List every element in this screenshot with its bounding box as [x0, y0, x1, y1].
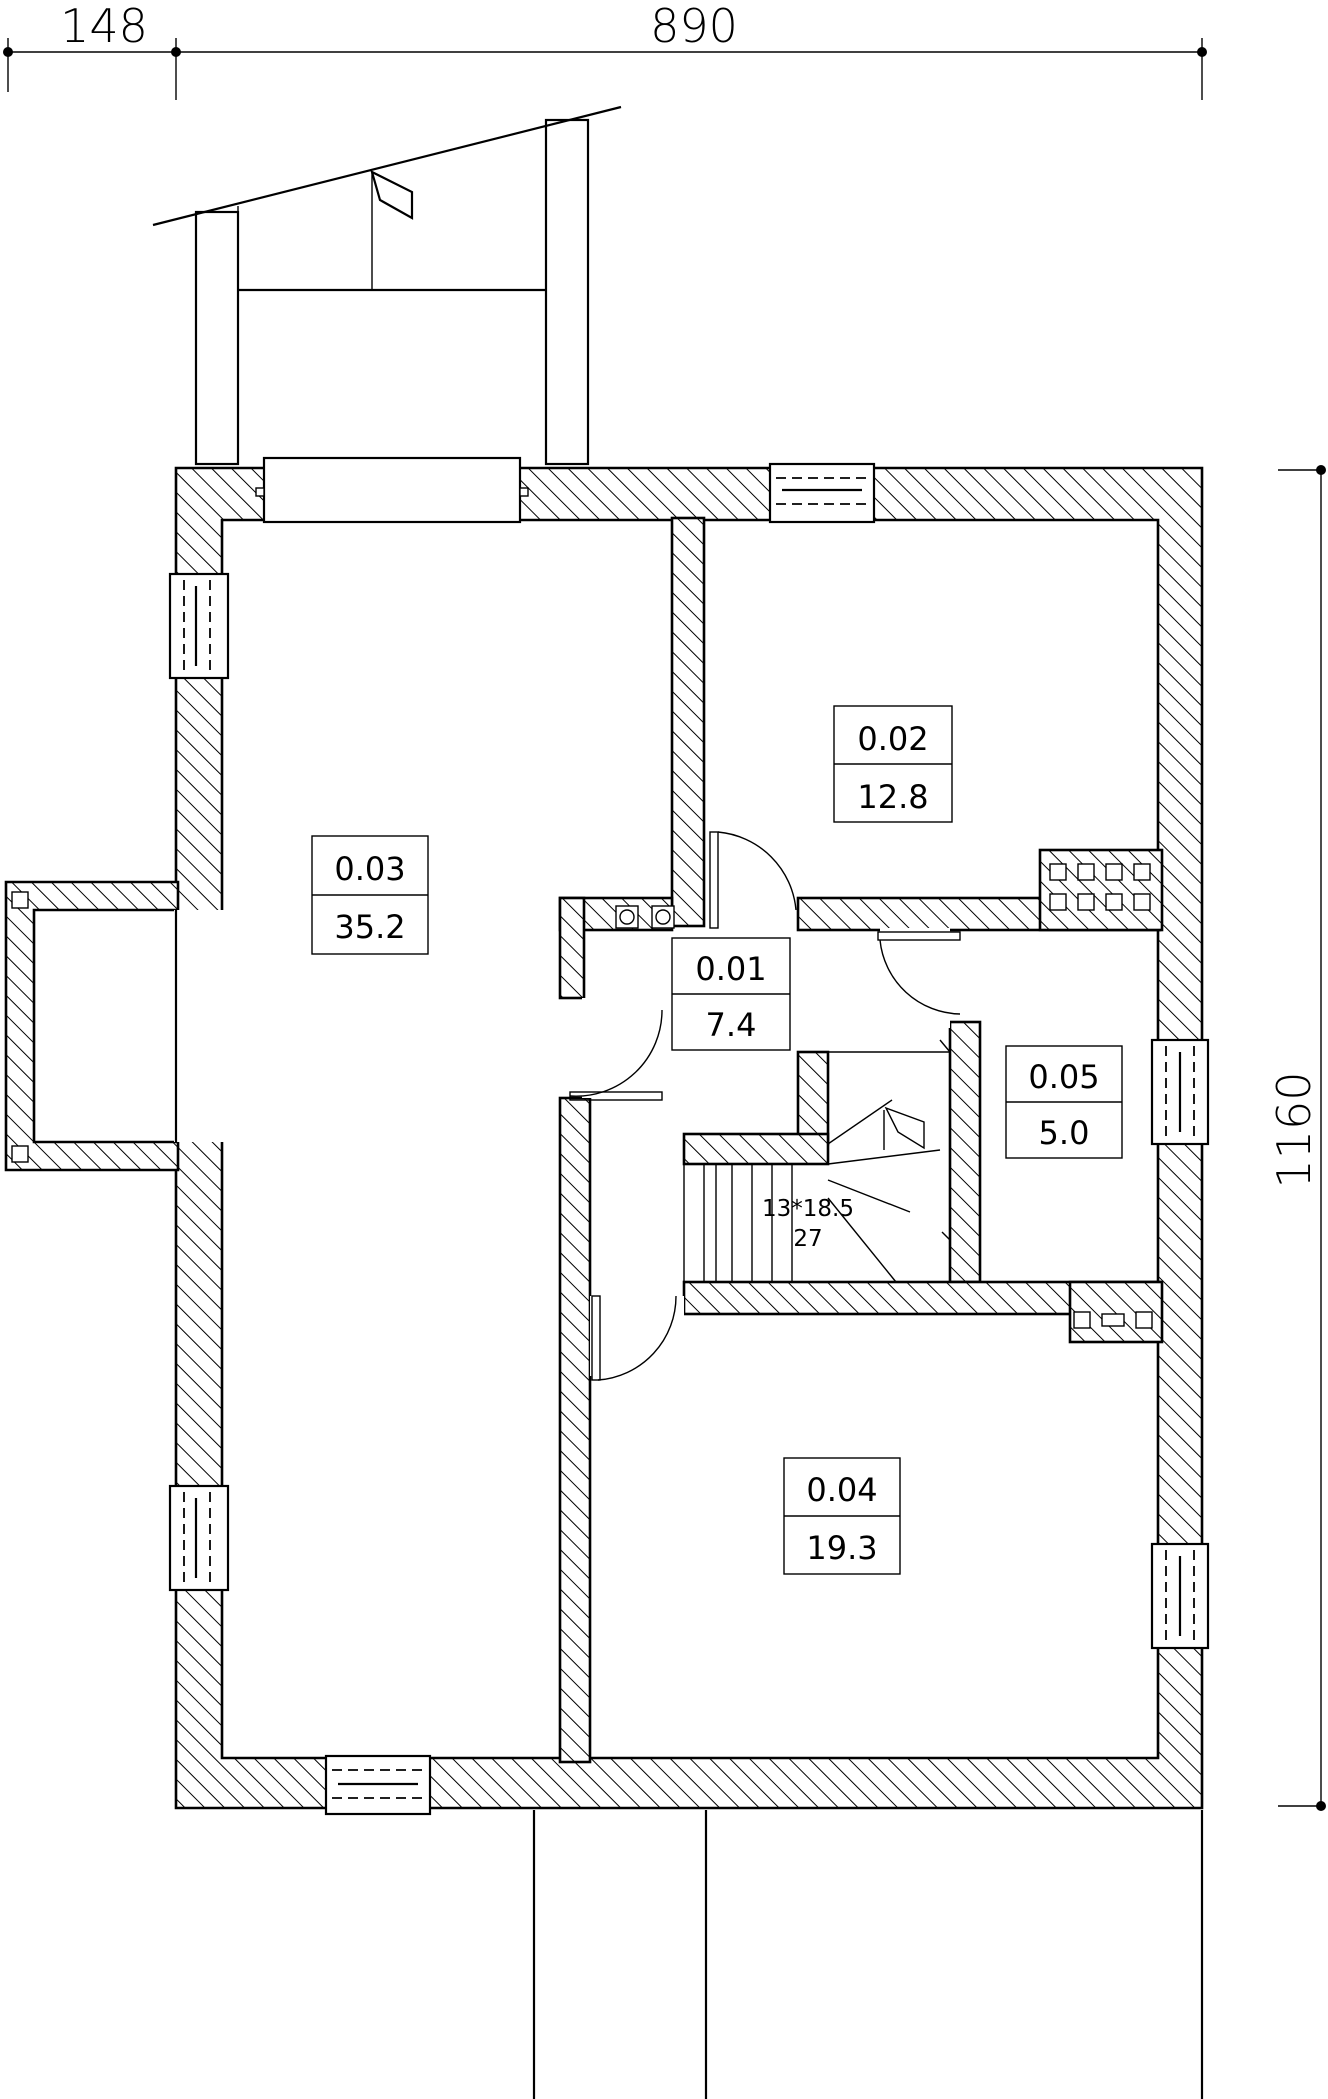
room-id: 0.04	[806, 1471, 877, 1509]
room-area: 7.4	[706, 1006, 757, 1044]
interior-walls	[558, 516, 1164, 1764]
room-area: 5.0	[1039, 1114, 1090, 1152]
stair-width: 27	[793, 1226, 822, 1252]
vent-ducts	[615, 863, 1153, 1329]
room-label-0.03: 0.03 35.2	[311, 835, 429, 955]
room-id: 0.02	[857, 720, 928, 758]
doors	[569, 831, 961, 1381]
room-area: 12.8	[857, 778, 928, 816]
windows	[168, 456, 1210, 1816]
room-label-0.04: 0.04 19.3	[783, 1457, 901, 1575]
terrace	[532, 1810, 1204, 2099]
dimension-label-1160: 1160	[1267, 1071, 1321, 1188]
bay-window-wall	[4, 880, 180, 1172]
room-id: 0.01	[695, 950, 766, 988]
room-label-0.05: 0.05 5.0	[1005, 1045, 1123, 1159]
room-label-0.02: 0.02 12.8	[833, 705, 953, 823]
stair-spec: 13*18.5	[762, 1196, 854, 1222]
dimension-label-890: 890	[650, 0, 738, 53]
room-area: 19.3	[806, 1529, 877, 1567]
room-id: 0.03	[334, 850, 405, 888]
room-id: 0.05	[1028, 1058, 1099, 1096]
staircase: 13*18.5 27	[683, 1039, 951, 1286]
room-area: 35.2	[334, 908, 405, 946]
room-label-0.01: 0.01 7.4	[671, 937, 791, 1051]
dimension-label-148: 148	[60, 0, 148, 53]
dimension-top: 148 890	[3, 0, 1207, 100]
porch-canopy	[152, 105, 622, 466]
dimension-right: 1160	[1267, 465, 1326, 1811]
